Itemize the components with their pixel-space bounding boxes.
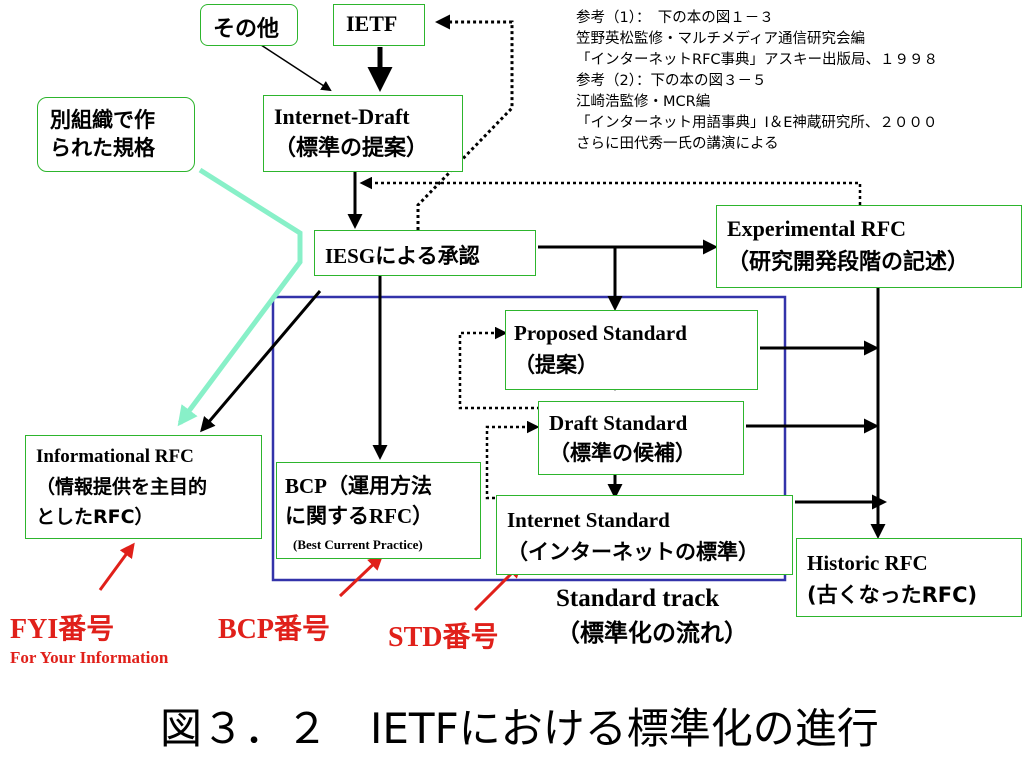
node-experimental-line1: Experimental RFC	[727, 216, 907, 241]
red-arrow-fyi	[98, 542, 135, 591]
node-proposed-label: Proposed Standard （提案）	[514, 317, 687, 381]
node-internet-standard-line1: Internet Standard	[507, 508, 670, 532]
node-internet-draft-label: Internet-Draft （標準の提案）	[274, 101, 428, 165]
node-proposed-line1: Proposed Standard	[514, 321, 687, 345]
standard-track-frame	[271, 295, 787, 582]
node-bcp-line2: に関するRFC）	[285, 504, 434, 528]
standard-track-line2: （標準化の流れ）	[556, 619, 748, 647]
node-informational-line3: としたRFC）	[36, 506, 154, 528]
ref-line-5: 江崎浩監修・MCR編	[576, 94, 711, 110]
ref-line-7: さらに田代秀一氏の講演による	[576, 136, 779, 152]
node-internet-standard-line2: （インターネットの標準）	[507, 540, 759, 564]
node-bcp: BCP（運用方法 に関するRFC） (Best Current Practice…	[276, 462, 481, 559]
node-historic-line2: (古くなったRFC)	[807, 583, 978, 607]
node-internet-standard: Internet Standard （インターネットの標準）	[496, 495, 793, 575]
node-ietf-label: IETF	[346, 11, 398, 36]
node-internet-draft-line2: （標準の提案）	[274, 136, 429, 161]
standard-track-line1: Standard track	[556, 585, 720, 612]
standard-track-label: Standard track （標準化の流れ）	[556, 582, 748, 650]
node-ietf: IETF	[333, 4, 425, 46]
node-bcp-label: BCP（運用方法 に関するRFC）	[285, 471, 433, 531]
bcp-number-label: BCP番号	[218, 614, 331, 645]
node-betsu-line2: られた規格	[50, 136, 155, 160]
node-sonota: その他	[200, 4, 298, 46]
red-arrow-bcp	[338, 554, 384, 598]
ref-line-3: 「インターネットRFC事典」アスキー出版局、１９９８	[576, 52, 939, 68]
node-experimental-label: Experimental RFC （研究開発段階の記述）	[727, 212, 969, 280]
ref-line-2: 笠野英松監修・マルチメディア通信研究会編	[576, 31, 865, 47]
node-internet-standard-label: Internet Standard （インターネットの標準）	[507, 504, 759, 568]
fyi-label: FYI番号	[10, 614, 115, 645]
node-bcp-line1: BCP（運用方法	[285, 474, 432, 498]
node-sonota-label: その他	[213, 17, 280, 42]
node-iesg: IESGによる承認	[314, 230, 536, 276]
node-informational-label: Informational RFC （情報提供を主目的 としたRFC）	[36, 442, 207, 532]
node-proposed: Proposed Standard （提案）	[505, 310, 758, 390]
node-iesg-label: IESGによる承認	[325, 244, 480, 268]
node-internet-draft: Internet-Draft （標準の提案）	[263, 95, 463, 172]
arrow-iesg-info	[200, 290, 322, 433]
node-bcp-sub: (Best Current Practice)	[293, 537, 423, 552]
reference-text: 参考（1）： 下の本の図１－３ 笠野英松監修・マルチメディア通信研究会編 「イン…	[576, 8, 938, 155]
node-draft-standard-line1: Draft Standard	[549, 411, 688, 435]
node-draft-standard: Draft Standard （標準の候補）	[538, 401, 744, 475]
arrow-sonota-draft	[257, 42, 332, 92]
node-historic: Historic RFC (古くなったRFC)	[796, 538, 1022, 617]
node-historic-label: Historic RFC (古くなったRFC)	[807, 547, 977, 611]
dotted-exp-draft	[359, 176, 862, 205]
figure-caption: 図３．２ IETFにおける標準化の進行	[160, 704, 879, 753]
arrow-betsu-info	[177, 167, 303, 427]
ref-line-1: 参考（1）： 下の本の図１－３	[576, 10, 774, 26]
node-proposed-line2: （提案）	[514, 353, 598, 377]
node-betsu-line1: 別組織で作	[50, 108, 155, 132]
node-informational-line1: Informational RFC	[36, 446, 194, 467]
node-draft-standard-line2: （標準の候補）	[549, 441, 696, 465]
std-number-label: STD番号	[388, 622, 499, 653]
node-historic-line1: Historic RFC	[807, 551, 928, 575]
ref-line-6: 「インターネット用語事典」I＆E神蔵研究所、２０００	[576, 115, 938, 131]
node-experimental: Experimental RFC （研究開発段階の記述）	[716, 205, 1022, 288]
node-betsu: 別組織で作 られた規格	[37, 97, 195, 172]
node-experimental-line2: （研究開発段階の記述）	[727, 250, 970, 275]
node-informational: Informational RFC （情報提供を主目的 としたRFC）	[25, 435, 262, 539]
dotted-iesg-ietf	[416, 14, 514, 236]
fyi-sub-label: For Your Information	[10, 648, 169, 667]
node-draft-standard-label: Draft Standard （標準の候補）	[549, 408, 696, 468]
node-internet-draft-line1: Internet-Draft	[274, 104, 410, 129]
node-informational-line2: （情報提供を主目的	[36, 476, 208, 498]
node-betsu-label: 別組織で作 られた規格	[50, 106, 155, 162]
dotted-internet-draft	[485, 420, 540, 500]
ref-line-4: 参考（2）：下の本の図３－５	[576, 73, 767, 89]
